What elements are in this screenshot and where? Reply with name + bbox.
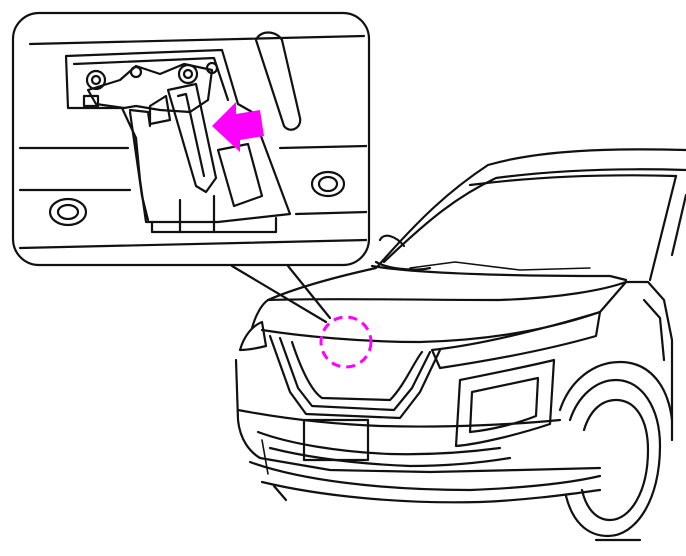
suv-front-icon [234, 148, 686, 542]
pointer-arrow-icon [212, 102, 264, 152]
callout-pointer [230, 264, 332, 324]
dashed-highlight-circle-icon [319, 315, 373, 369]
magnified-hood-latch-callout [11, 11, 371, 267]
